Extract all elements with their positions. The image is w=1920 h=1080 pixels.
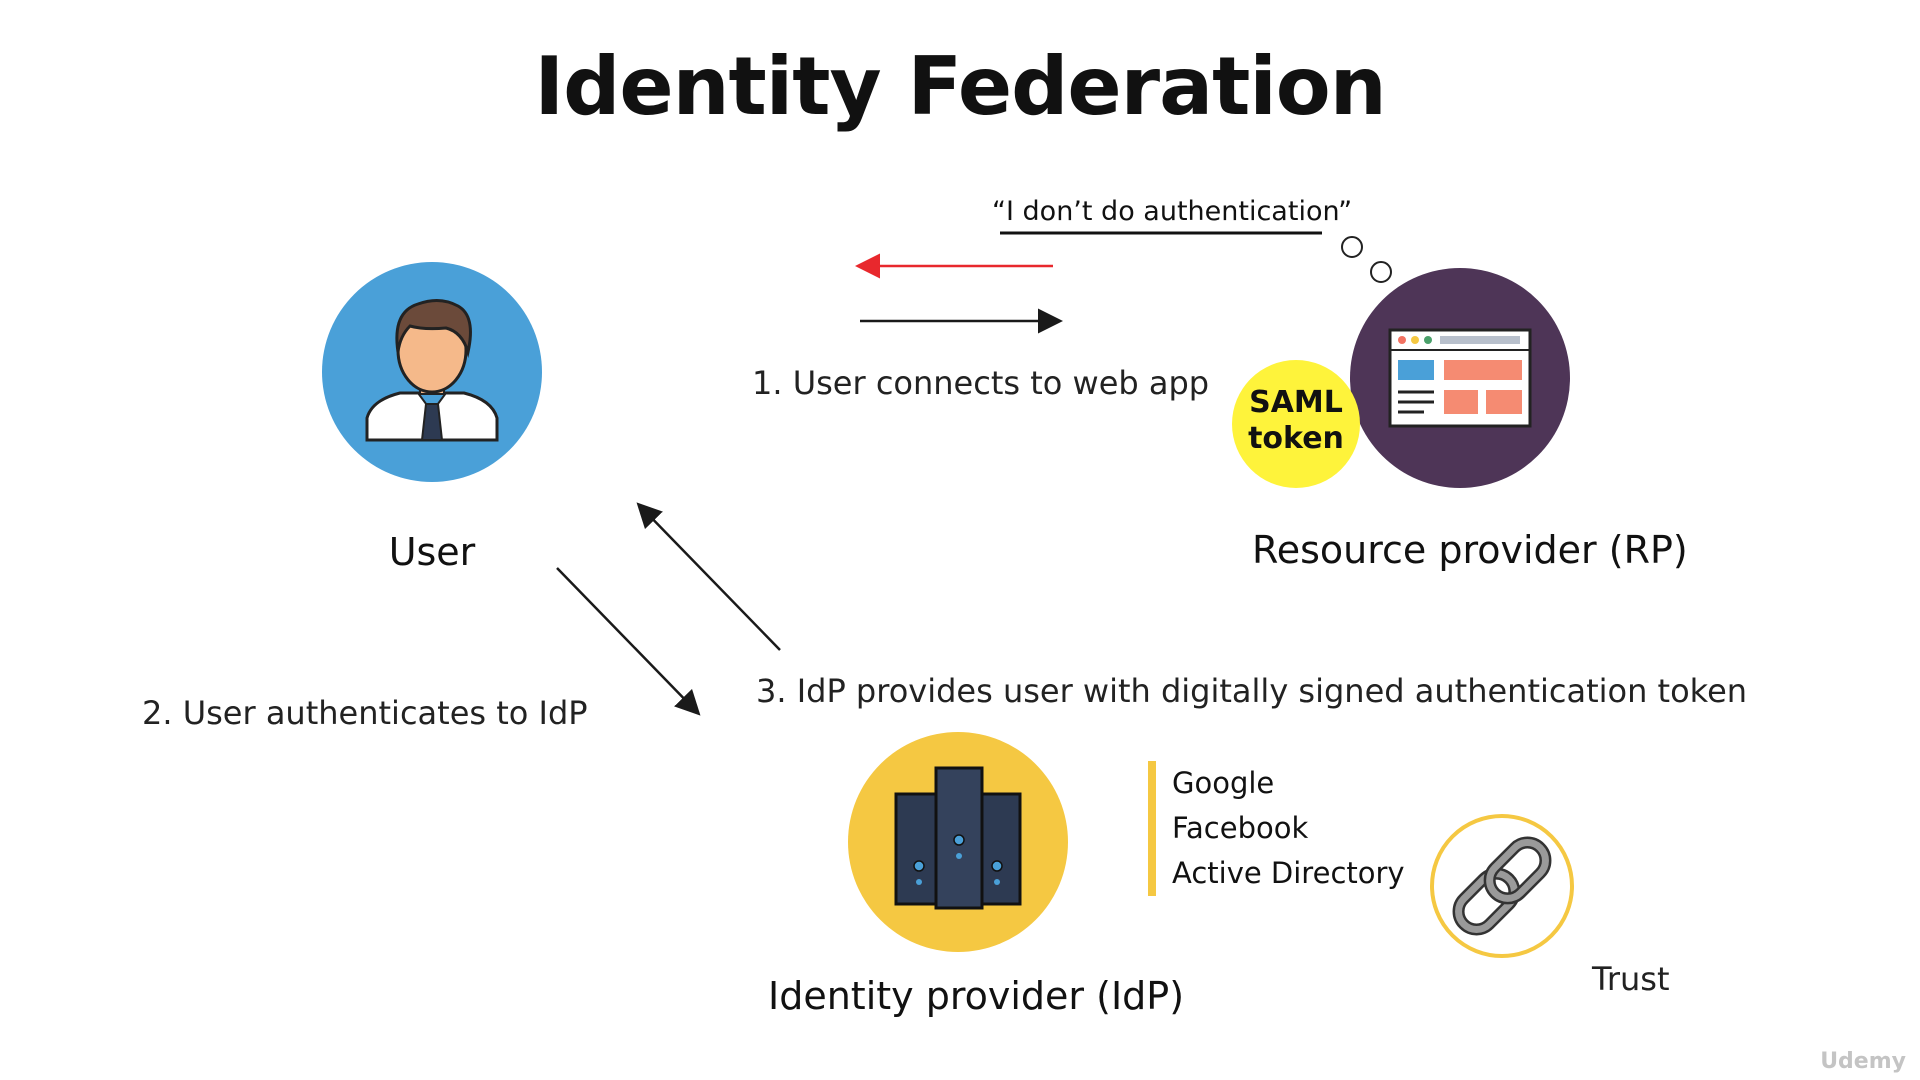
idp-provider-list: Google Facebook Active Directory xyxy=(1148,761,1405,896)
user-node xyxy=(322,262,542,482)
idp-provider-google: Google xyxy=(1172,766,1275,800)
user-avatar-icon xyxy=(365,299,499,442)
idp-label: Identity provider (IdP) xyxy=(768,974,1185,1018)
chain-link-icon xyxy=(1452,836,1552,936)
step-3-label: 3. IdP provides user with digitally sign… xyxy=(756,672,1748,710)
idp-provider-active-directory: Active Directory xyxy=(1172,856,1405,890)
step-2-label: 2. User authenticates to IdP xyxy=(142,694,588,732)
user-to-idp-arrow xyxy=(556,567,701,716)
thought-bubble-large xyxy=(1370,261,1392,283)
saml-token-circle xyxy=(1232,360,1360,488)
rp-node xyxy=(1350,268,1570,488)
trust-node xyxy=(1430,814,1574,958)
idp-node xyxy=(848,732,1068,952)
diagram-title: Identity Federation xyxy=(534,40,1386,133)
idp-to-user-arrow xyxy=(636,502,781,651)
saml-token-label: SAML token xyxy=(1236,385,1356,457)
rp-thought-quote: “I don’t do authentication” xyxy=(992,196,1353,227)
saml-token-line-1: SAML xyxy=(1249,385,1343,420)
rp-label: Resource provider (RP) xyxy=(1252,528,1688,572)
idp-provider-facebook: Facebook xyxy=(1172,811,1309,845)
user-label: User xyxy=(388,530,476,574)
thought-bubble-small xyxy=(1341,236,1363,258)
udemy-watermark: Udemy xyxy=(1820,1049,1906,1074)
trust-circle xyxy=(1430,814,1574,958)
saml-token-line-2: token xyxy=(1248,421,1344,456)
trust-label: Trust xyxy=(1592,960,1670,998)
step-1-label: 1. User connects to web app xyxy=(752,364,1210,402)
web-app-icon xyxy=(1388,328,1532,428)
server-icon xyxy=(894,766,1022,910)
